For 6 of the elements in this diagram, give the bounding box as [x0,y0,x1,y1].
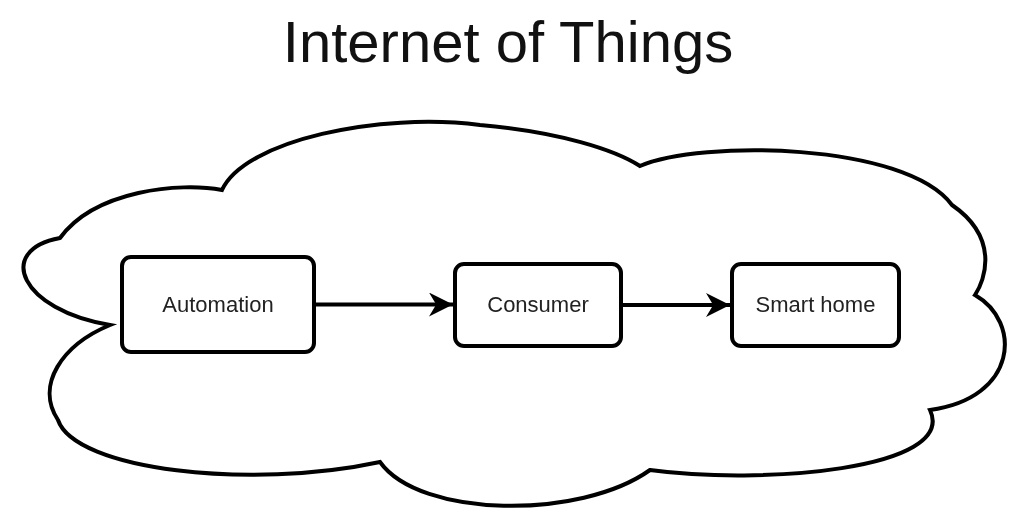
arrow [623,293,730,317]
process-box: Smart home [730,262,901,348]
process-box: Consumer [453,262,623,348]
diagram-title: Internet of Things [281,8,735,75]
process-box: Automation [120,255,316,354]
arrow [316,292,453,317]
